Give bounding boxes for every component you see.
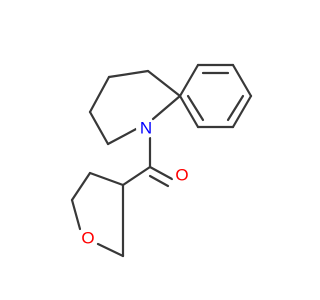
carbonyl-oxygen-label: O [175, 166, 188, 185]
bond [178, 63, 200, 98]
bond-double-inner [186, 94, 205, 122]
atom-label-o-ether: O [78, 228, 98, 248]
nitrogen-label: N [140, 119, 152, 138]
ether-oxygen-label: O [81, 229, 94, 248]
bond [231, 94, 253, 129]
bonds [70, 63, 253, 258]
bond-double-inner [226, 94, 245, 122]
bond [178, 94, 200, 129]
bond [96, 242, 125, 258]
bond [148, 165, 174, 181]
atom-label-o-carbonyl: O [172, 165, 192, 185]
bond [151, 94, 182, 121]
bond [107, 69, 150, 79]
structure-diagram: N O O [70, 63, 253, 258]
bond-double-inner [148, 174, 170, 188]
bond [106, 126, 140, 146]
bond [146, 69, 182, 98]
bond [88, 171, 125, 187]
bond [70, 171, 92, 202]
bond [121, 165, 152, 187]
atom-label-n: N [136, 118, 156, 138]
bond [88, 110, 110, 146]
bond [231, 63, 253, 98]
bond [70, 198, 82, 231]
bond [88, 75, 111, 114]
